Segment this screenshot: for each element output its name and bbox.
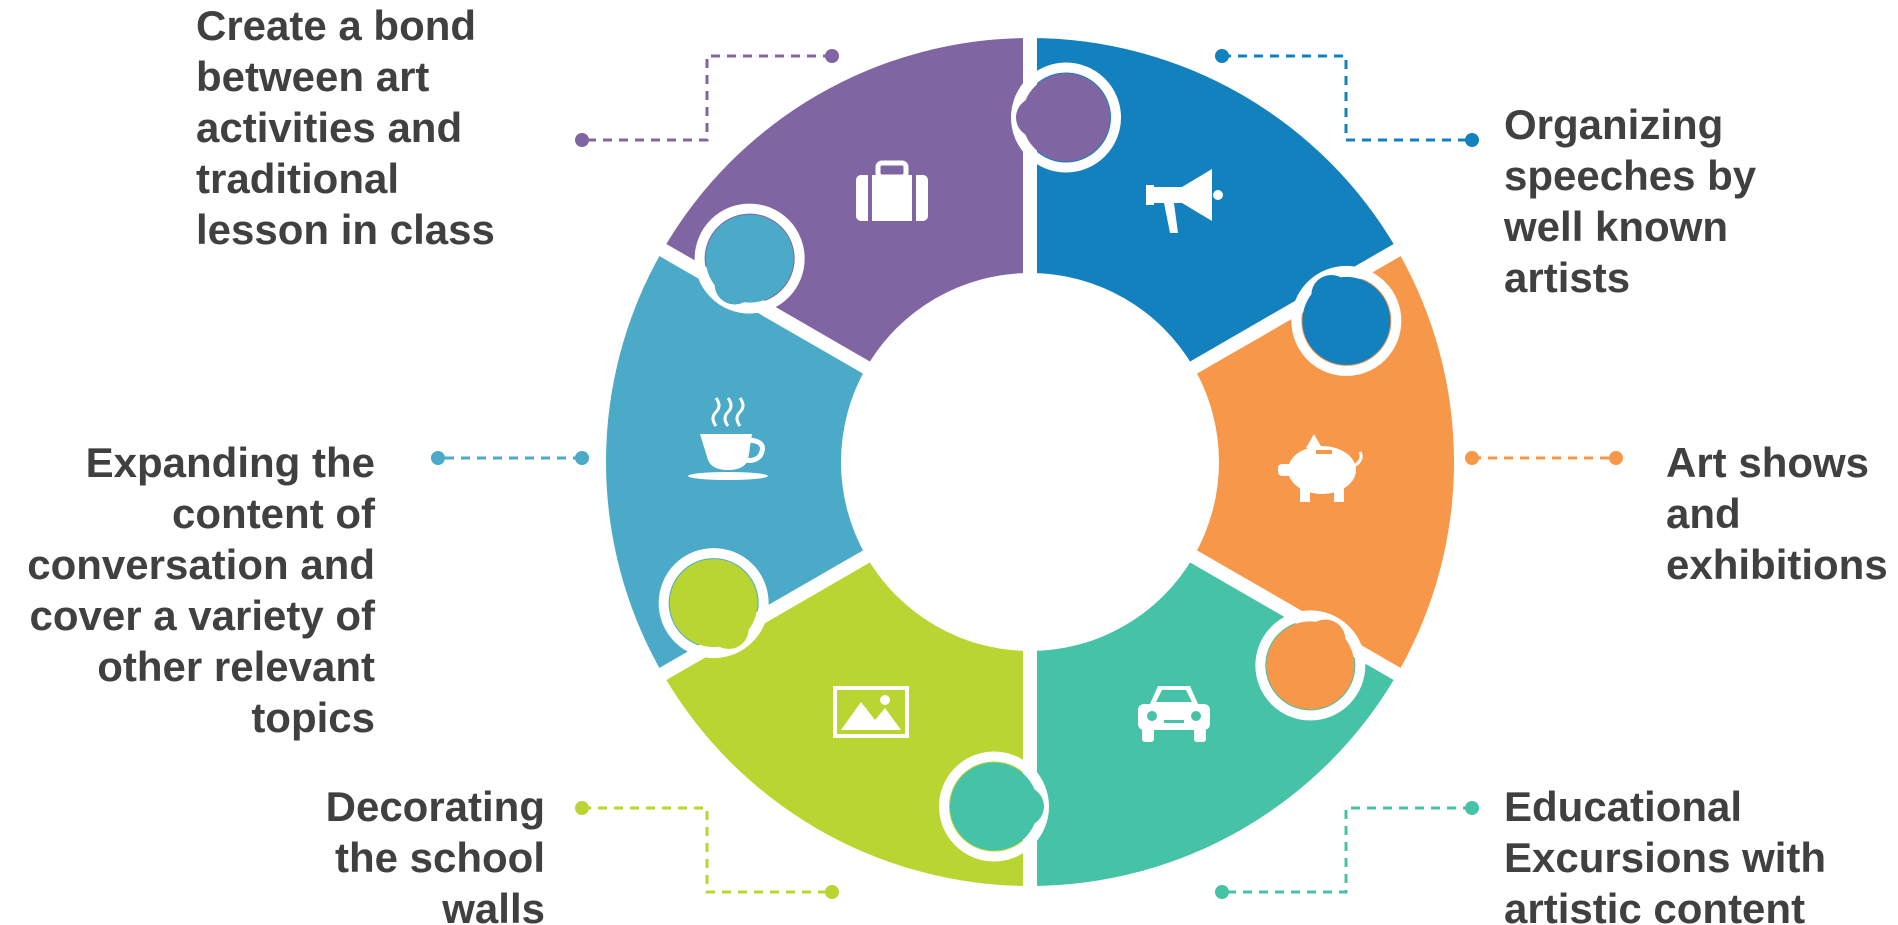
connector-top-left	[575, 49, 839, 147]
connector-line	[582, 806, 832, 894]
knob-fill	[950, 762, 1038, 851]
connector-bottom-right	[1215, 801, 1479, 899]
neck-fill	[1311, 274, 1352, 315]
knob-outline	[658, 548, 769, 659]
connector-dot	[1609, 451, 1623, 465]
neck-fill	[1305, 619, 1346, 660]
neck-fill	[1016, 97, 1056, 138]
connector-left	[431, 451, 589, 465]
car-icon	[1138, 686, 1210, 742]
connector-dot	[825, 49, 839, 63]
neck-fill	[1004, 786, 1044, 827]
connector-line	[1222, 54, 1472, 142]
connector-right	[1465, 451, 1623, 465]
knob-fill	[1022, 73, 1110, 162]
connector-dot	[825, 885, 839, 899]
label-right: Art shows and exhibitions	[1666, 439, 1888, 588]
knob-outline	[1291, 265, 1402, 376]
neck-fill	[708, 609, 749, 650]
connector-dot	[1465, 801, 1479, 815]
connector-top-right	[1215, 49, 1479, 147]
piggy-bank-icon	[1278, 434, 1363, 502]
label-bottom-left: Decorating the school walls	[325, 783, 545, 925]
label-left: Expanding the content of conversation an…	[27, 439, 375, 741]
label-bottom-right: Educational Excursions with artistic con…	[1504, 783, 1827, 925]
knob-outline	[1255, 610, 1366, 721]
connector-dot	[575, 451, 589, 465]
connector-line	[582, 54, 832, 142]
megaphone-icon	[1146, 169, 1223, 233]
knob-outline	[694, 203, 805, 314]
picture-icon	[833, 686, 909, 738]
neck-fill	[714, 264, 755, 305]
connector-dot	[1465, 133, 1479, 147]
label-top-left: Create a bond between art activities and…	[196, 2, 495, 253]
connector-bottom-left	[575, 801, 839, 899]
connector-dot	[575, 801, 589, 815]
connector-line	[1222, 806, 1472, 894]
center-hole	[843, 275, 1217, 649]
coffee-cup-icon	[688, 397, 768, 480]
briefcase-icon	[856, 160, 928, 221]
connector-dot	[575, 133, 589, 147]
connector-dot	[1215, 49, 1229, 63]
connector-dot	[1215, 885, 1229, 899]
connector-dot	[1465, 451, 1479, 465]
label-top-right: Organizing speeches by well known artist…	[1504, 101, 1757, 301]
connector-dot	[431, 451, 445, 465]
